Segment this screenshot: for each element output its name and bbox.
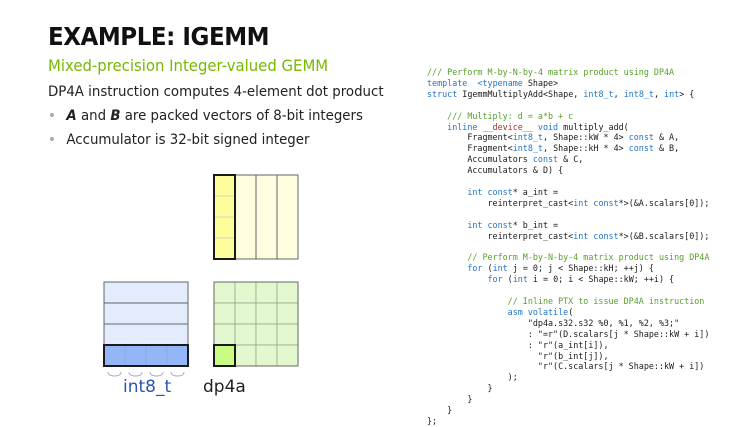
code-line: : "=r"(D.scalars[j * Shape::kW + i])	[427, 329, 709, 339]
matrix-a-row	[104, 324, 188, 345]
bullet-b-term: B	[110, 108, 120, 124]
bullet-rest: are packed vectors of 8-bit integers	[120, 108, 362, 124]
code-line: int const* b_int =	[427, 220, 558, 230]
code-line: Fragment<int8_t, Shape::kH * 4> const & …	[427, 143, 679, 153]
matrix-b-column	[256, 175, 277, 259]
matrix-c-cell	[214, 282, 235, 303]
code-line: }	[427, 394, 472, 404]
matrix-c-cell	[214, 345, 235, 366]
matrix-c-cell	[256, 324, 277, 345]
matrix-c-cell	[256, 303, 277, 324]
matrix-a-row	[104, 282, 188, 303]
matrix-c-cell	[277, 303, 298, 324]
code-line: Fragment<int8_t, Shape::kW * 4> const & …	[427, 132, 679, 142]
bullet-a-term: A	[66, 108, 76, 124]
brace-icon	[129, 372, 142, 376]
code-line: /// Multiply: d = a*b + c	[427, 111, 573, 121]
code-line: // Perform M-by-N-by-4 matrix product us…	[427, 252, 709, 262]
code-line: int const* a_int =	[427, 187, 558, 197]
matrix-c-cell	[235, 282, 256, 303]
code-line: reinterpret_cast<int const*>(&A.scalars[…	[427, 198, 709, 208]
code-line: Accumulators & D) {	[427, 165, 563, 175]
matrix-b-column	[235, 175, 256, 259]
code-line: /// Perform M-by-N-by-4 matrix product u…	[427, 67, 674, 77]
matrix-b-column	[277, 175, 298, 259]
code-line: asm volatile(	[427, 307, 573, 317]
code-line: "r"(C.scalars[j * Shape::kW + i])	[427, 361, 704, 371]
bullet-and: and	[77, 108, 111, 124]
int8-label: int8_t	[123, 377, 171, 397]
code-line: "dp4a.s32.s32 %0, %1, %2, %3;"	[427, 318, 679, 328]
code-line: Accumulators const & C,	[427, 154, 583, 164]
bullet-packed-vectors: •A and B are packed vectors of 8-bit int…	[48, 108, 363, 124]
matrix-b	[212, 173, 304, 263]
matrix-c-cell	[256, 282, 277, 303]
code-line: for (int j = 0; j < Shape::kH; ++j) {	[427, 263, 654, 273]
matrix-c-cell	[235, 345, 256, 366]
brace-icon	[108, 372, 121, 376]
matrix-a	[102, 280, 194, 380]
dp4a-label: dp4a	[203, 377, 246, 397]
slide-title: EXAMPLE: IGEMM	[48, 22, 269, 51]
matrix-c-cell	[277, 324, 298, 345]
bullet-dot-icon: •	[48, 108, 66, 124]
bullet-accumulator-text: Accumulator is 32-bit signed integer	[66, 132, 309, 148]
matrix-c-cell	[235, 303, 256, 324]
bullet-dot-icon: •	[48, 132, 66, 148]
code-line: };	[427, 416, 437, 426]
code-line: for (int i = 0; i < Shape::kW; ++i) {	[427, 274, 674, 284]
code-line: template <typename Shape>	[427, 78, 558, 88]
code-line: reinterpret_cast<int const*>(&B.scalars[…	[427, 231, 709, 241]
matrix-c-cell	[277, 345, 298, 366]
code-line: // Inline PTX to issue DP4A instruction	[427, 296, 704, 306]
matrix-c-cell	[235, 324, 256, 345]
matrix-c-cell	[214, 303, 235, 324]
code-line: }	[427, 383, 493, 393]
code-line: struct IgemmMultiplyAdd<Shape, int8_t, i…	[427, 89, 694, 99]
matrix-c-cell	[214, 324, 235, 345]
brace-icon	[171, 372, 184, 376]
code-line: "r"(b_int[j]),	[427, 351, 609, 361]
matrix-c-cell	[256, 345, 277, 366]
code-line: );	[427, 372, 518, 382]
code-listing: /// Perform M-by-N-by-4 matrix product u…	[427, 67, 709, 427]
code-line: }	[427, 405, 452, 415]
matrix-c	[212, 280, 304, 372]
slide-subtitle: Mixed-precision Integer-valued GEMM	[48, 56, 328, 75]
bullet-accumulator: •Accumulator is 32-bit signed integer	[48, 132, 309, 148]
lead-text: DP4A instruction computes 4-element dot …	[48, 84, 384, 100]
matrix-c-cell	[277, 282, 298, 303]
code-line: inline __device__ void multiply_add(	[427, 122, 629, 132]
brace-icon	[150, 372, 163, 376]
code-line: : "r"(a_int[i]),	[427, 340, 609, 350]
matrix-a-row	[104, 303, 188, 324]
